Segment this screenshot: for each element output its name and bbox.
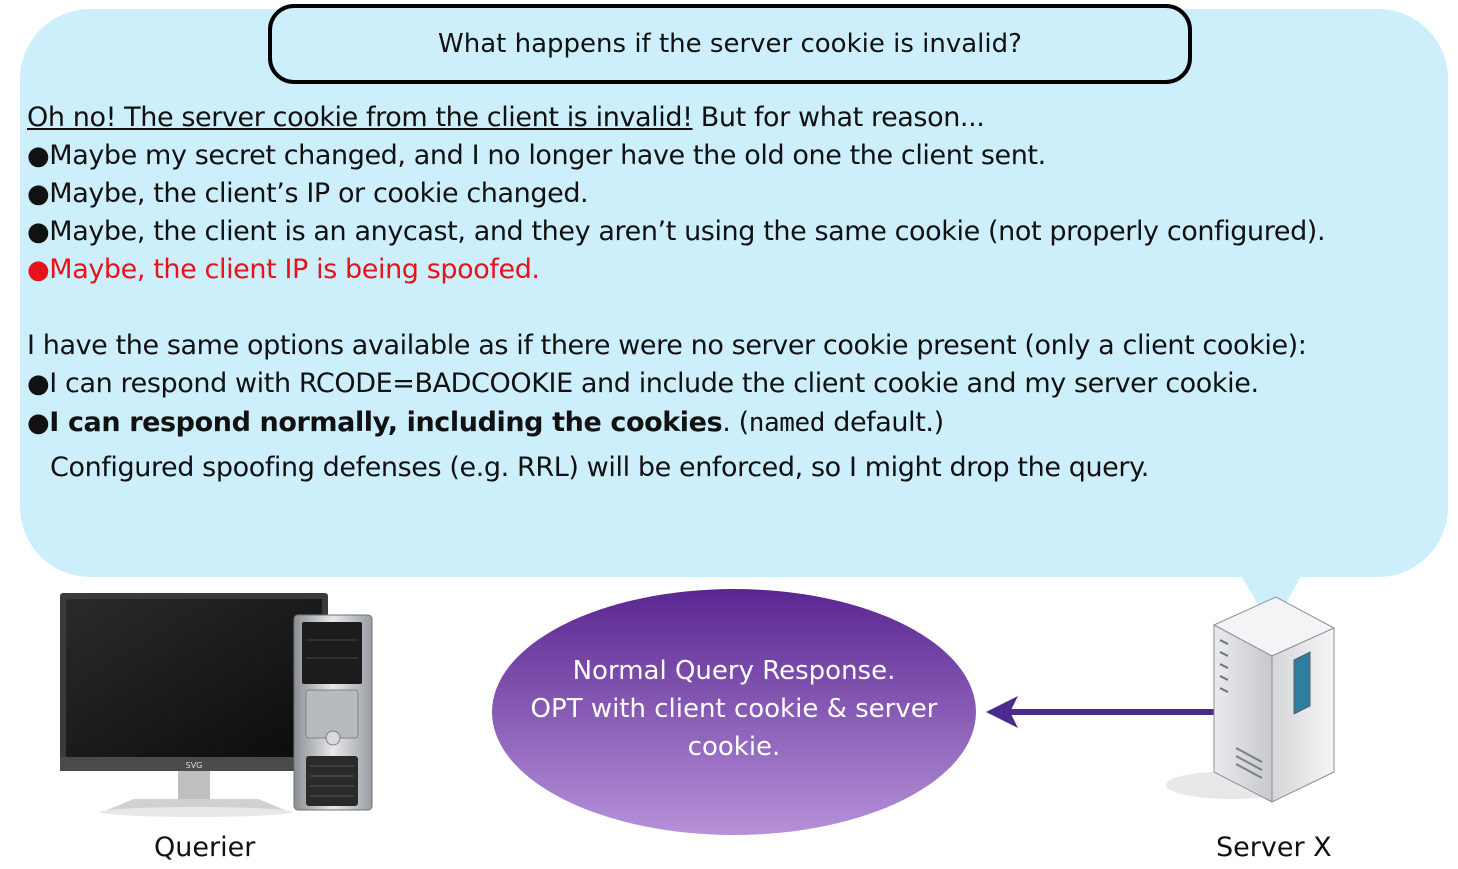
intro-rest: But for what reason...	[692, 102, 985, 133]
response-label: Normal Query Response. OPT with client c…	[492, 652, 976, 766]
reason-item: ●Maybe my secret changed, and I no longe…	[27, 139, 1046, 173]
options-intro: I have the same options available as if …	[27, 330, 1307, 361]
querier-label: Querier	[154, 832, 256, 863]
bullet-icon: ●	[27, 408, 50, 438]
bullet-icon: ●	[27, 369, 50, 399]
option-text: I can respond with RCODE=BADCOOKIE and i…	[49, 368, 1259, 399]
response-ellipse	[492, 589, 976, 835]
intro-line: Oh no! The server cookie from the client…	[27, 101, 985, 135]
response-label-line: cookie.	[687, 732, 781, 762]
option-item-default: ●I can respond normally, including the c…	[27, 406, 944, 440]
reason-text: Maybe, the client IP is being spoofed.	[49, 254, 540, 285]
monitor-brand: SVG	[186, 761, 203, 770]
response-label-line: OPT with client cookie & server	[530, 694, 938, 724]
option-item: ●I can respond with RCODE=BADCOOKIE and …	[27, 367, 1259, 401]
named-code: named	[748, 408, 826, 438]
reason-text: Maybe my secret changed, and I no longer…	[49, 140, 1046, 171]
arrow-left-icon	[986, 696, 1218, 728]
speech-bubble	[20, 9, 1448, 577]
desktop-computer-icon: SVG	[60, 593, 373, 817]
option-bold-text: I can respond normally, including the co…	[49, 407, 723, 438]
reason-item: ●Maybe, the client’s IP or cookie change…	[27, 177, 589, 211]
bullet-icon: ●	[27, 179, 50, 209]
option-end-text: default.)	[825, 407, 944, 438]
reason-text: Maybe, the client’s IP or cookie changed…	[49, 178, 589, 209]
reason-item-spoofed: ●Maybe, the client IP is being spoofed.	[27, 253, 540, 287]
reason-item: ●Maybe, the client is an anycast, and th…	[27, 215, 1326, 249]
bullet-icon: ●	[27, 141, 50, 171]
bullet-icon: ●	[27, 217, 50, 247]
option-mid-text: . (	[722, 407, 749, 438]
reason-text: Maybe, the client is an anycast, and the…	[49, 216, 1326, 247]
question-title: What happens if the server cookie is inv…	[268, 4, 1192, 84]
server-label: Server X	[1216, 832, 1332, 863]
bullet-icon: ●	[27, 255, 50, 285]
response-label-line: Normal Query Response.	[572, 656, 896, 686]
intro-underlined: Oh no! The server cookie from the client…	[27, 102, 693, 133]
server-tower-icon	[1166, 596, 1336, 803]
option-note: Configured spoofing defenses (e.g. RRL) …	[50, 452, 1149, 483]
question-title-text: What happens if the server cookie is inv…	[438, 29, 1022, 59]
